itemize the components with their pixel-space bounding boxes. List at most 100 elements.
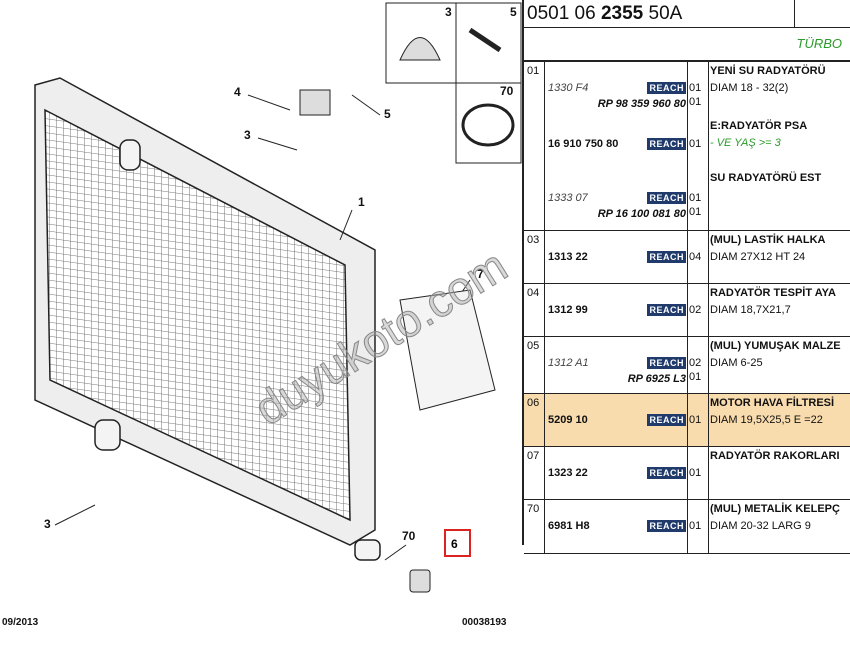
part-number: 1330 F4 (548, 82, 589, 94)
engine-label: TÜRBO (524, 28, 850, 62)
replacement-part-number: RP 16 100 081 80 (597, 208, 686, 220)
quantity: 04 (689, 251, 702, 263)
description: (MUL) LASTİK HALKA (710, 234, 826, 246)
desc-cell: (MUL) METALİK KELEPÇ DIAM 20-32 LARG 9 (708, 500, 850, 553)
reach-badge: REACH (647, 304, 686, 316)
desc-cell: YENİ SU RADYATÖRÜ DIAM 18 - 32(2) E:RADYAT… (708, 62, 850, 230)
reference-header: 0501 06 2355 50A (524, 0, 850, 28)
radiator (34, 77, 381, 561)
part-cell: 6981 H8 REACH (545, 500, 688, 553)
callout-1: 1 (358, 195, 365, 209)
quantity: 01 (689, 138, 702, 150)
quantity: 01 (689, 467, 702, 479)
quantity: 01 (689, 192, 702, 204)
ref-suffix: 50A (648, 3, 683, 24)
quantity: 01 (689, 414, 702, 426)
callout-3c: 3 (44, 517, 51, 531)
ref-cell: 70 (524, 500, 545, 553)
part-cell: 5209 10 REACH (545, 394, 688, 446)
description: YENİ SU RADYATÖRÜ (710, 65, 826, 77)
ref-prefix: 0501 06 (527, 3, 596, 24)
reach-badge: REACH (647, 82, 686, 94)
desc-cell: RADYATÖR TESPİT AYA DIAM 18,7X21,7 (708, 284, 850, 336)
part-number: 1313 22 (548, 251, 588, 263)
part-number: 1323 22 (548, 467, 588, 479)
quantity: 02 (689, 357, 702, 369)
callout-70b: 70 (402, 529, 416, 543)
ref-bold: 2355 (600, 3, 644, 24)
description: SU RADYATÖRÜ EST (710, 172, 822, 184)
reach-badge: REACH (647, 192, 686, 204)
quantity: 01 (689, 82, 702, 94)
callout-70: 70 (500, 84, 514, 98)
ref-cell: 05 (524, 337, 545, 393)
description-detail: DIAM 18 - 32(2) (710, 82, 789, 94)
qty-cell: 01 (687, 394, 709, 446)
svg-text:6: 6 (451, 537, 458, 551)
part-number: 6981 H8 (548, 520, 590, 532)
qty-cell: 01 (687, 447, 709, 499)
callout-7: 7 (477, 267, 484, 281)
ref-cell: 07 (524, 447, 545, 499)
reach-badge: REACH (647, 357, 686, 369)
description: (MUL) METALİK KELEPÇ (710, 503, 840, 515)
description: RADYATÖR RAKORLARI (710, 450, 840, 462)
part-cell: 1330 F4 REACH RP 98 359 960 80 16 910 750 8… (545, 62, 688, 230)
description-detail: DIAM 27X12 HT 24 (710, 251, 806, 263)
callout-6-highlight (444, 529, 471, 557)
part-cell: 1313 22 REACH (545, 231, 688, 283)
drawing-number: 00038193 (462, 617, 507, 628)
callout-5b: 5 (384, 107, 391, 121)
qty-cell: 02 (687, 284, 709, 336)
quantity: 01 (689, 96, 702, 108)
callout-3b: 3 (244, 128, 251, 142)
exploded-parts-diagram: 3 5 70 4 5 3 1 7 3 70 6 09/2013 00038193 (2, 2, 522, 628)
desc-cell: MOTOR HAVA FİLTRESİ DIAM 19,5X25,5 E =22 (708, 394, 850, 446)
quantity: 01 (689, 520, 702, 532)
quantity: 01 (689, 206, 702, 218)
part-number: 1312 99 (548, 304, 588, 316)
callout-5: 5 (510, 5, 517, 19)
desc-cell: RADYATÖR RAKORLARI (708, 447, 850, 499)
ref-cell: 04 (524, 284, 545, 336)
reach-badge: REACH (647, 520, 686, 532)
description: RADYATÖR TESPİT AYA (710, 287, 836, 299)
desc-cell: (MUL) LASTİK HALKA DIAM 27X12 HT 24 (708, 231, 850, 283)
description-detail: DIAM 19,5X25,5 E =22 (710, 414, 823, 426)
callout-4: 4 (234, 85, 241, 99)
part-cell: 1323 22 REACH (545, 447, 688, 499)
qty-cell: 01 (687, 500, 709, 553)
replacement-part-number: RP 98 359 960 80 (597, 98, 686, 110)
qty-cell: 01 01 01 01 01 (687, 62, 709, 230)
description-detail: DIAM 20-32 LARG 9 (710, 520, 811, 532)
description: MOTOR HAVA FİLTRESİ (710, 397, 835, 409)
part-number: 1312 A1 (548, 357, 589, 369)
description: E:RADYATÖR PSA (710, 120, 808, 132)
description-detail: DIAM 6-25 (710, 357, 763, 369)
ref-cell: 01 (524, 62, 545, 230)
part-number: 1333 07 (548, 192, 588, 204)
part-cell: 1312 A1 REACH RP 6925 L3 (545, 337, 688, 393)
description-detail: - VE YAŞ >= 3 (710, 137, 781, 149)
quantity: 02 (689, 304, 702, 316)
reach-badge: REACH (647, 251, 686, 263)
part-number: 5209 10 (548, 414, 588, 426)
replacement-part-number: RP 6925 L3 (627, 373, 686, 385)
ref-cell: 03 (524, 231, 545, 283)
diagram-date: 09/2013 (2, 617, 39, 628)
reach-badge: REACH (647, 414, 686, 426)
part-number: 16 910 750 80 (548, 138, 619, 150)
reach-badge: REACH (647, 467, 686, 479)
callout-3: 3 (445, 5, 452, 19)
reach-badge: REACH (647, 138, 686, 150)
description-detail: DIAM 18,7X21,7 (710, 304, 791, 316)
